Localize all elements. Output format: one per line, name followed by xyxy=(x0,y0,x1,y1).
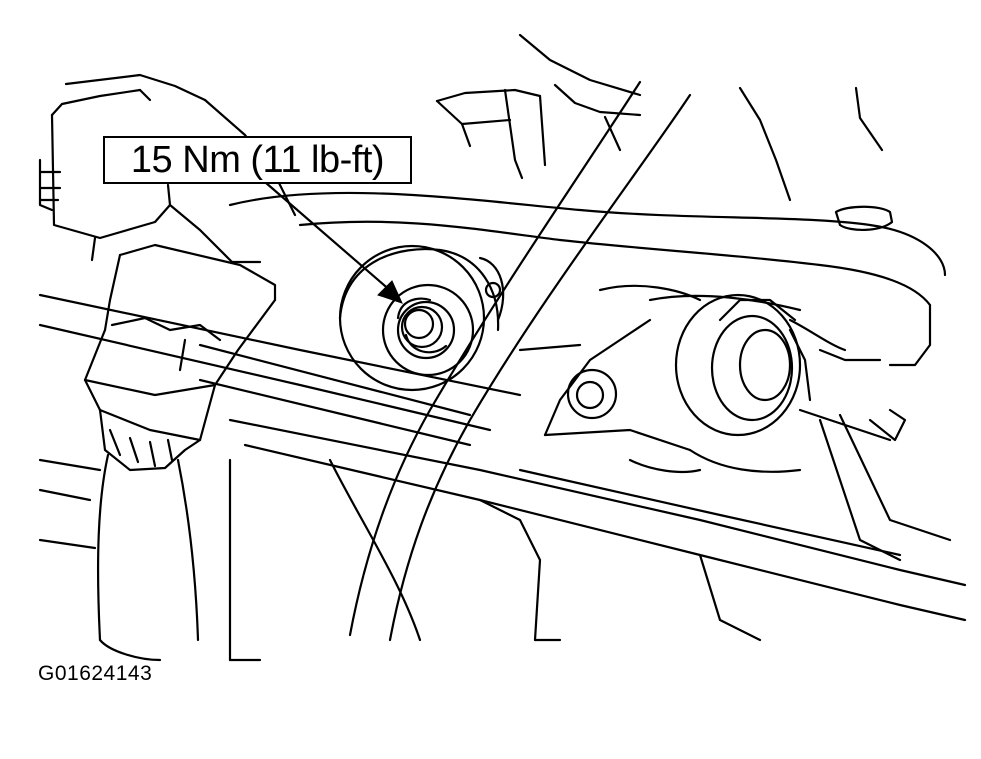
figure-id-label: G01624143 xyxy=(38,662,153,685)
upper-rail xyxy=(228,191,947,367)
leader-arrow xyxy=(256,174,394,294)
main-beam xyxy=(38,293,967,662)
right-joint xyxy=(518,284,952,562)
bolt-boss xyxy=(338,244,505,392)
hose-curve xyxy=(348,80,692,642)
torque-spec-callout: 15 Nm (11 lb-ft) xyxy=(103,136,412,184)
upper-bracket xyxy=(435,33,884,202)
lower-panel xyxy=(328,458,762,642)
arrowhead xyxy=(377,280,403,304)
wire-harness xyxy=(96,453,200,662)
connector-lower xyxy=(83,243,277,472)
